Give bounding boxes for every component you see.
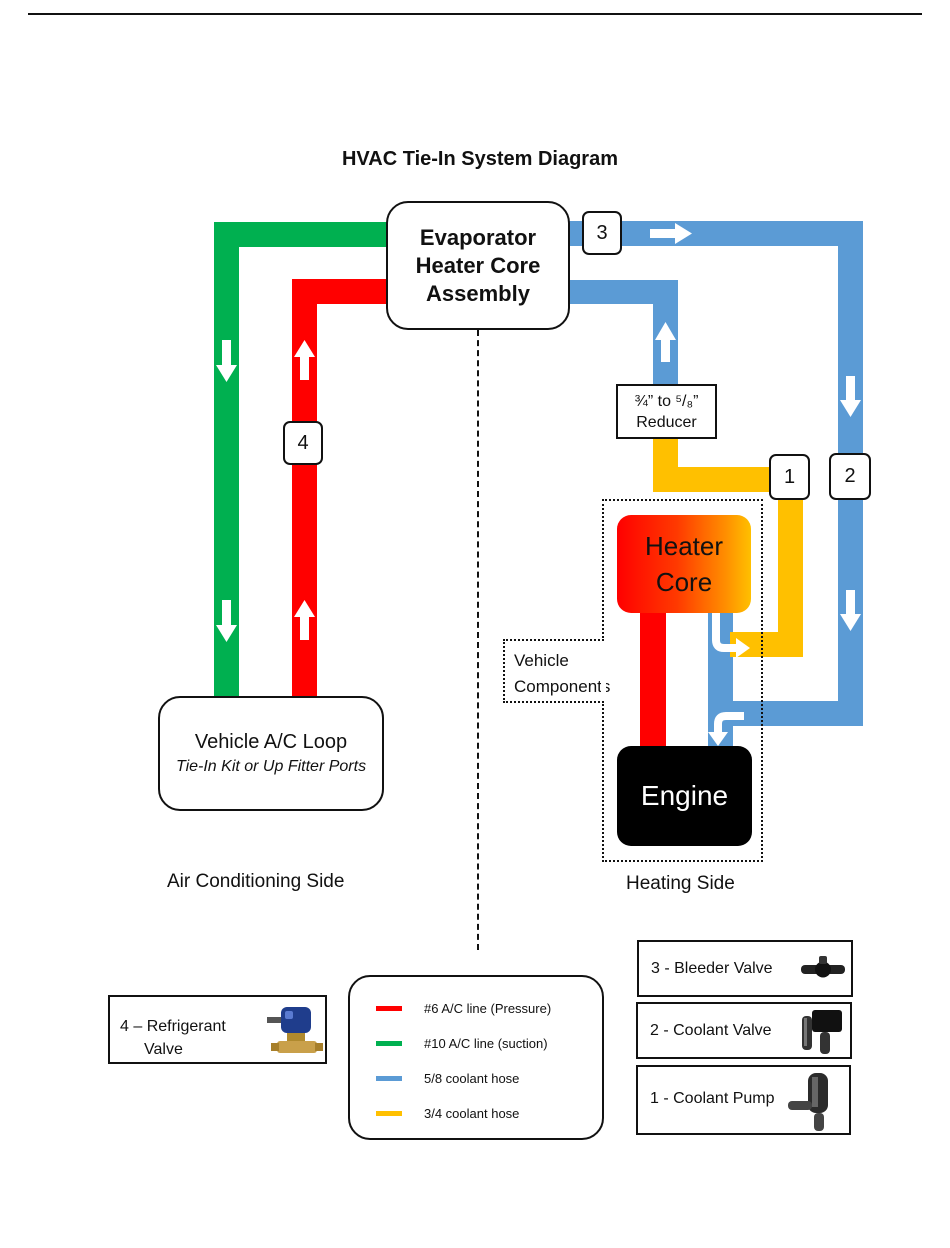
curved-arrow-engine-in [714, 712, 744, 734]
blue-up-arrow [655, 322, 676, 362]
reducer-line1: ¾” to ⁵/₈” [634, 392, 699, 410]
ac-side-label: Air Conditioning Side [167, 871, 345, 892]
coolant-pump-label: 1 - Coolant Pump [650, 1090, 775, 1107]
legend-item-green: #10 A/C line (suction) [376, 1036, 548, 1051]
reducer-line2: Reducer [636, 413, 697, 431]
curved-arrow-engine-head [708, 732, 728, 746]
ac-loop-box: Vehicle A/C Loop Tie-In Kit or Up Fitter… [158, 696, 384, 811]
legend-swatch-blue [376, 1076, 402, 1081]
heater-core-line2: Core [655, 567, 713, 597]
evaporator-line2: Heater Core [415, 252, 541, 278]
legend-label-red: #6 A/C line (Pressure) [424, 1001, 552, 1016]
refrigerant-valve-icon [267, 1007, 323, 1053]
marker-1: 1 [769, 454, 810, 500]
evaporator-line3: Assembly [426, 280, 530, 306]
coolant-valve-card: 2 - Coolant Valve [636, 1002, 852, 1059]
legend-item-red: #6 A/C line (Pressure) [376, 1001, 551, 1016]
curved-arrow-heater-head [736, 638, 750, 658]
marker-2: 2 [829, 453, 871, 500]
coolant-pump-card: 1 - Coolant Pump [636, 1065, 851, 1135]
ac-loop-title: Vehicle A/C Loop [194, 731, 348, 753]
coolant-pump-icon [788, 1073, 828, 1131]
ac-loop-subtitle: Tie-In Kit or Up Fitter Ports [175, 758, 367, 775]
center-divider [477, 330, 479, 950]
curved-arrow-heater-out [712, 612, 738, 652]
blue-down-arrow-1 [840, 376, 861, 417]
legend-item-blue: 5/8 coolant hose [376, 1071, 519, 1086]
top-rule [28, 13, 922, 15]
legend-item-yellow: 3/4 coolant hose [376, 1106, 519, 1121]
bleeder-valve-label: 3 - Bleeder Valve [651, 960, 773, 977]
evaporator-box: Evaporator Heater Core Assembly [386, 201, 570, 330]
legend-label-green: #10 A/C line (suction) [424, 1036, 548, 1051]
green-down-arrow-1 [216, 340, 237, 382]
heater-core-box: Heater Core [617, 515, 751, 613]
bleeder-valve-icon [801, 956, 845, 978]
red-up-arrow-1 [294, 340, 315, 380]
vehicle-components-callout: Vehicle Components [503, 639, 610, 703]
vehicle-components-gap [601, 641, 606, 701]
coolant-valve-icon [802, 1010, 842, 1054]
refrigerant-valve-card: 4 – Refrigerant Valve [108, 995, 327, 1064]
refrigerant-valve-line2: Valve [144, 1041, 183, 1058]
blue-right-arrow [650, 223, 692, 244]
engine-box: Engine [617, 746, 752, 846]
green-down-arrow-2 [216, 600, 237, 642]
blue-down-arrow-2 [840, 590, 861, 631]
coolant-valve-label: 2 - Coolant Valve [650, 1022, 772, 1039]
legend-label-blue: 5/8 coolant hose [424, 1071, 520, 1086]
legend-swatch-red [376, 1006, 402, 1011]
legend-box: #6 A/C line (Pressure) #10 A/C line (suc… [348, 975, 604, 1140]
legend-label-yellow: 3/4 coolant hose [424, 1106, 520, 1121]
vehicle-components-line2: Components [514, 677, 611, 696]
red-line-engine [640, 605, 666, 750]
reducer-box: ¾” to ⁵/₈” Reducer [616, 384, 717, 439]
red-up-arrow-2 [294, 600, 315, 640]
diagram-title: HVAC Tie-In System Diagram [341, 148, 618, 170]
vehicle-components-line1: Vehicle [514, 651, 569, 670]
green-line-horizontal [214, 222, 394, 247]
heating-side-label: Heating Side [626, 873, 735, 894]
legend-swatch-green [376, 1041, 402, 1046]
legend-swatch-yellow [376, 1111, 402, 1116]
evaporator-line1: Evaporator [419, 224, 537, 250]
heater-core-line1: Heater [644, 531, 724, 561]
marker-4: 4 [283, 421, 323, 465]
refrigerant-valve-line1: 4 – Refrigerant [120, 1018, 226, 1035]
marker-3: 3 [582, 211, 622, 255]
bleeder-valve-card: 3 - Bleeder Valve [637, 940, 853, 997]
